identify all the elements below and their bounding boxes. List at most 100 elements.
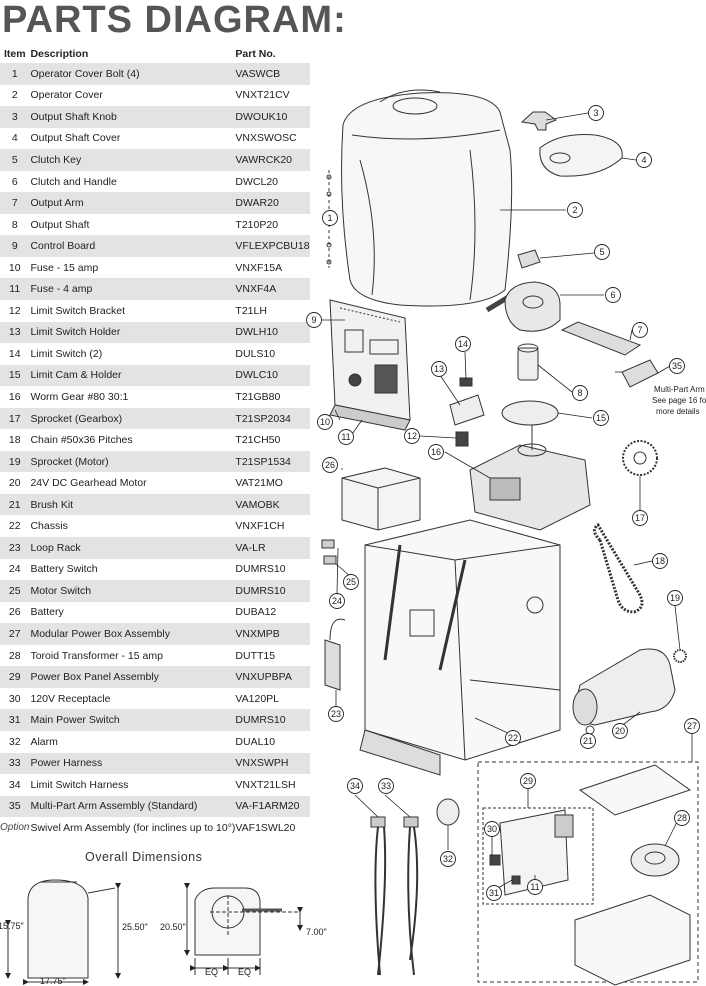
callout-circle-c16	[428, 444, 444, 460]
cell-part-no: VA120PL	[235, 692, 280, 705]
dim-side-height: 25.50"	[122, 922, 148, 932]
note-line-1: Multi-Part Arm	[654, 385, 705, 394]
cell-item: 24	[8, 563, 21, 576]
cell-description: Power Box Panel Assembly	[29, 666, 236, 688]
callout-circle-c3	[588, 105, 604, 121]
cell-description: Sprocket (Gearbox)	[29, 407, 236, 430]
cell-description: Clutch Key	[29, 149, 236, 171]
callout-circle-c23	[328, 706, 344, 722]
callout-label-c8: 8	[577, 388, 582, 398]
cell-item: 18	[8, 434, 21, 447]
cell-description: Modular Power Box Assembly	[29, 623, 236, 645]
cell-item: 20	[8, 477, 21, 490]
callout-circle-c26	[322, 457, 338, 473]
harness-drawing	[370, 816, 419, 976]
callout-circle-c24	[329, 593, 345, 609]
gearhead-motor-drawing	[572, 648, 676, 735]
cell-item: 30	[8, 692, 21, 705]
cell-part-no: DULS10	[235, 347, 276, 360]
callout-label-c11: 11	[341, 432, 350, 442]
dim-top-offset: 7.00"	[306, 927, 327, 937]
cell-item: 6	[11, 175, 18, 188]
cell-part-no: VASWCB	[235, 63, 310, 85]
callout-circle-c29	[520, 773, 536, 789]
cell-part-no: VAF1SWL20	[235, 821, 296, 834]
cell-item: 1	[0, 63, 30, 85]
callout-circle-c25	[343, 574, 359, 590]
callout-circle-c7	[632, 322, 648, 338]
callout-circle-c19	[667, 590, 683, 606]
callout-label-c1: 1	[327, 213, 332, 223]
cell-part-no: DWLH10	[235, 321, 310, 344]
cell-item: 16	[8, 390, 21, 403]
cell-item: 29	[0, 666, 30, 688]
sprocket-gearbox-drawing	[622, 440, 658, 476]
dim-front-height: 15.75"	[0, 921, 24, 931]
cell-description: Worm Gear #80 30:1	[30, 390, 129, 403]
cell-item: 35	[0, 795, 30, 818]
column-header-part-no: Part No.	[235, 47, 276, 60]
callout-label-c9: 9	[311, 315, 316, 325]
callout-label-c20: 20	[615, 726, 625, 736]
cell-item: 19	[0, 450, 30, 473]
cell-item: 8	[11, 218, 18, 231]
cell-description: Alarm	[30, 735, 58, 748]
cell-item: 4	[11, 132, 18, 145]
callout-circle-c20	[612, 723, 628, 739]
cell-item: 27	[0, 623, 30, 645]
callout-label-c30: 30	[487, 824, 497, 834]
note-line-3: more details	[656, 407, 700, 416]
cell-item: 15	[0, 364, 30, 387]
chassis-drawing	[359, 519, 561, 776]
callout-circle-c5	[594, 244, 610, 260]
cell-part-no: DWAR20	[235, 192, 310, 214]
cell-description: Sprocket (Motor)	[29, 450, 236, 473]
callout-circle-c35	[669, 358, 685, 374]
callout-label-c11b: 11	[530, 882, 539, 892]
cell-item: 32	[8, 735, 21, 748]
callout-circle-c15	[593, 410, 609, 426]
cell-part-no: DUMRS10	[235, 709, 310, 731]
cell-part-no: T210P20	[235, 218, 279, 231]
callout-circle-c10	[317, 414, 333, 430]
column-header-item: Item	[3, 47, 26, 60]
callout-circle-c17	[632, 510, 648, 526]
output-shaft-drawing	[517, 343, 539, 381]
cell-item: 33	[0, 752, 30, 775]
callout-label-c10: 10	[320, 417, 330, 427]
callout-label-c32: 32	[443, 854, 453, 864]
column-header-description: Description	[30, 47, 89, 60]
cell-part-no: VNXUPBPA	[235, 666, 310, 688]
callout-circle-c8	[572, 385, 588, 401]
cell-part-no: VAWRCK20	[235, 149, 310, 171]
cell-description: Brush Kit	[29, 493, 236, 516]
note-line-2: See page 16 for	[652, 396, 706, 405]
output-shaft-knob-drawing	[520, 111, 558, 131]
callout-circle-c34	[347, 778, 363, 794]
leader-lines	[320, 112, 693, 889]
cell-description: Clutch and Handle	[30, 175, 117, 188]
callout-label-c27: 27	[687, 721, 697, 731]
callout-label-c15: 15	[596, 413, 606, 423]
top-view-drawing	[184, 883, 303, 975]
cell-item: Option	[0, 822, 30, 834]
cell-part-no: T21SP1534	[235, 450, 310, 473]
